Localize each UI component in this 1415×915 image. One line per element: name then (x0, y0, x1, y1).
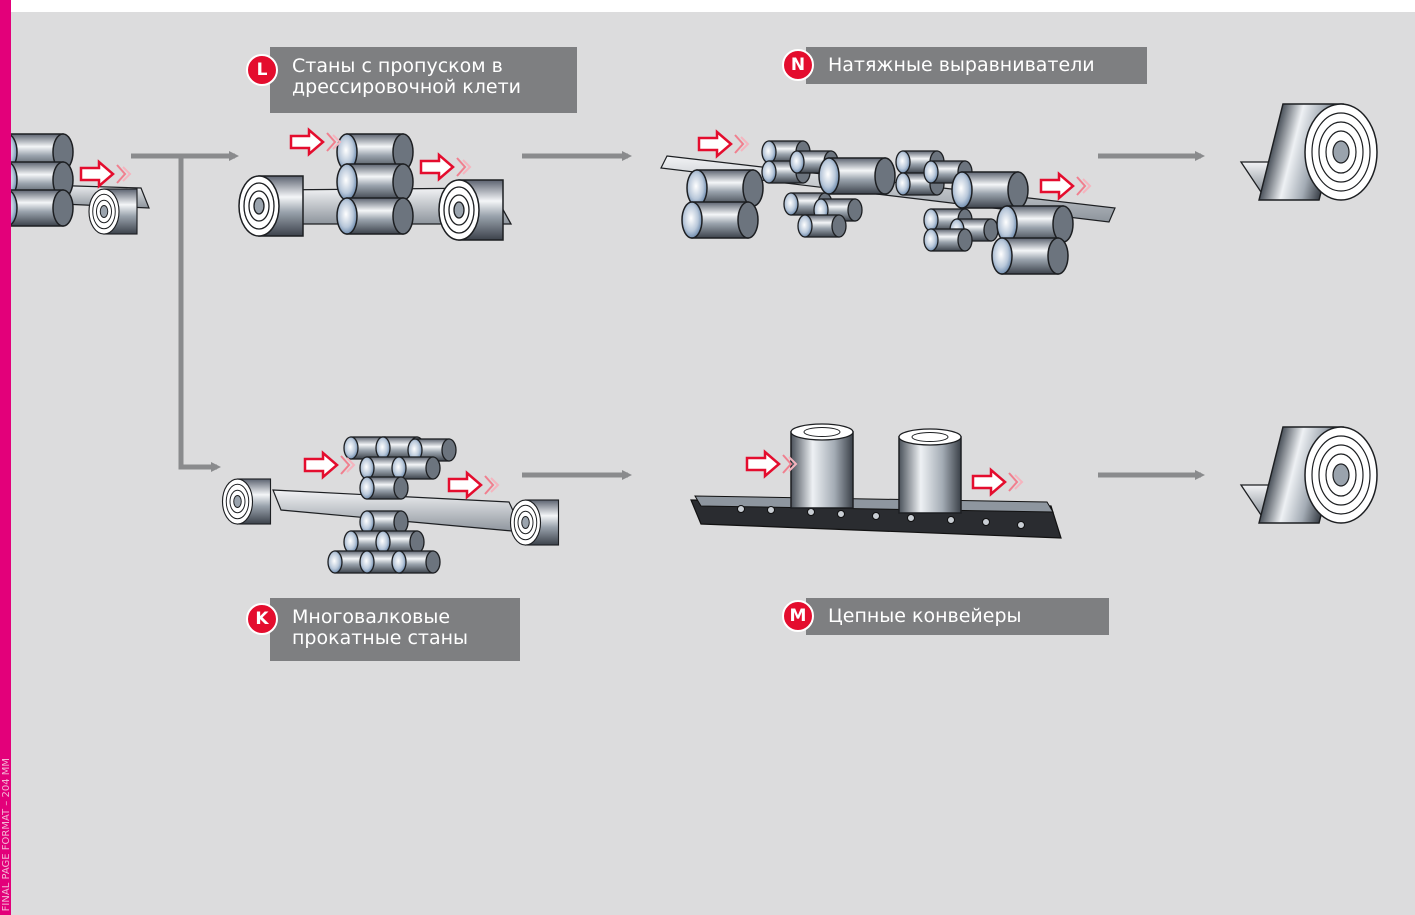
final-coil-bottom (1240, 426, 1378, 524)
badge-l: L (246, 54, 278, 86)
label-chain-conveyors: M Цепные конвейеры (782, 598, 1109, 635)
diagram-canvas: L Станы с пропуском в дрессировочной кле… (11, 12, 1415, 915)
badge-m: M (782, 600, 814, 632)
badge-n: N (782, 49, 814, 81)
label-tension-levelers: N Натяжные выравниватели (782, 47, 1147, 84)
print-margin-strip: FINAL PAGE FORMAT – 204 MM (0, 0, 12, 915)
badge-k: K (246, 603, 278, 635)
flow-arrows (131, 151, 1205, 480)
tension-leveler-illustration (660, 130, 1116, 275)
label-skin-pass-mills: L Станы с пропуском в дрессировочной кле… (246, 47, 577, 113)
process-illustration (11, 103, 1378, 574)
source-mill-illustration (11, 133, 150, 235)
label-chain-conveyors-text: Цепные конвейеры (828, 605, 1022, 627)
skin-pass-mill-illustration (238, 128, 513, 241)
label-skin-pass-mills-text: Станы с пропуском в дрессировочной клети (292, 55, 522, 98)
label-tension-levelers-text: Натяжные выравниватели (828, 54, 1095, 76)
chain-conveyor-illustration (690, 423, 1062, 539)
multi-roll-mill-illustration (221, 436, 560, 574)
label-multi-roll-mills-text: Многовалковые прокатные станы (292, 606, 469, 649)
final-coil-top (1240, 103, 1378, 201)
label-multi-roll-mills: K Многовалковые прокатные станы (246, 598, 520, 661)
